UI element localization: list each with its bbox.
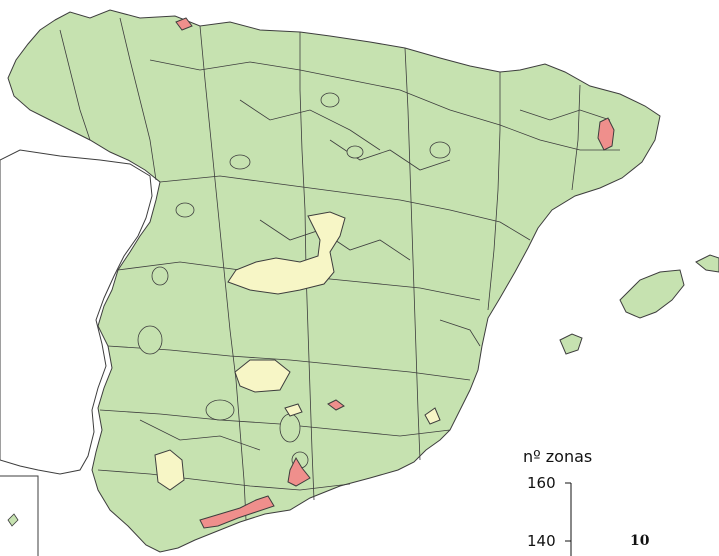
zone-borders <box>59 17 620 521</box>
legend-tick-140: 140 <box>527 532 556 550</box>
ibiza <box>559 333 583 355</box>
small-zones <box>137 92 451 469</box>
legend-title: nº zonas <box>523 447 593 466</box>
portugal-area <box>0 149 153 475</box>
low-zones <box>154 211 441 491</box>
legend-axis <box>565 482 572 556</box>
legend-bar-value: 10 <box>630 533 650 549</box>
menorca <box>695 254 719 273</box>
canary-island <box>7 513 19 527</box>
canary-inset-frame <box>0 475 39 556</box>
mallorca <box>619 269 685 319</box>
legend-tick-160: 160 <box>527 474 556 492</box>
mainland-spain <box>7 9 661 553</box>
high-zones <box>175 17 615 529</box>
